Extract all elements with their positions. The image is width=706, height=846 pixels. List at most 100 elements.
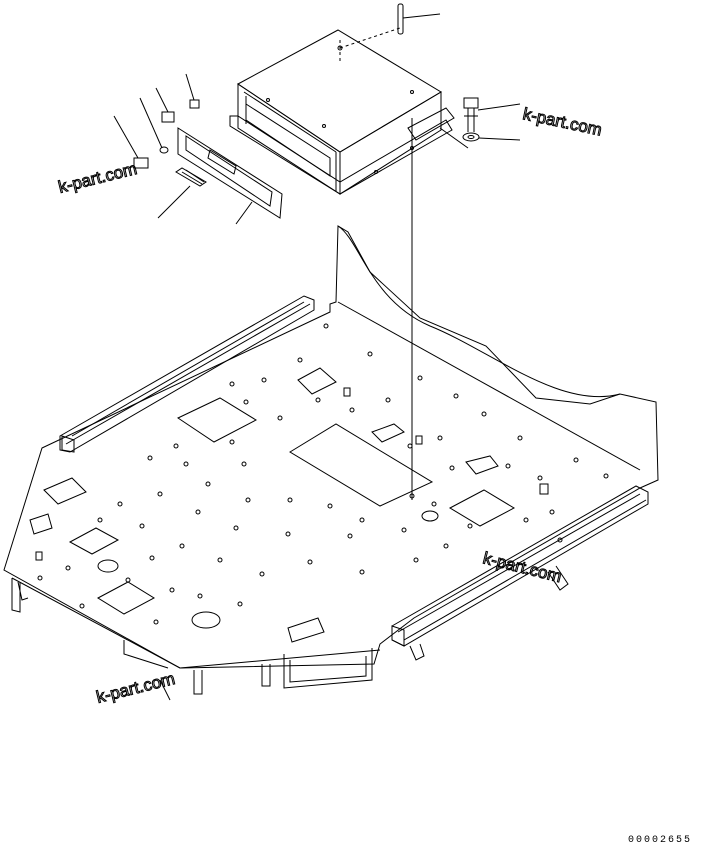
controller-box	[230, 28, 468, 500]
opening	[192, 612, 220, 628]
floor-hole	[450, 466, 454, 470]
floor-hole	[368, 352, 372, 356]
floor-hole	[260, 572, 264, 576]
floor-hole	[262, 378, 266, 382]
floor-hole	[38, 576, 42, 580]
floor-hole	[410, 494, 414, 498]
floor-hole	[328, 504, 332, 508]
cover-plate	[178, 128, 282, 224]
floor-hole	[234, 526, 238, 530]
opening	[98, 582, 154, 614]
floor-hole	[558, 538, 562, 542]
floor-hole	[418, 376, 422, 380]
floor-hole	[518, 436, 522, 440]
floor-hole	[158, 492, 162, 496]
floor-hole	[278, 416, 282, 420]
opening	[288, 618, 324, 642]
floor-hole	[238, 602, 242, 606]
floor-hole	[574, 458, 578, 462]
floor-hole	[198, 594, 202, 598]
box-hole	[323, 125, 326, 128]
floor-hole	[242, 462, 246, 466]
floor-plate	[4, 226, 658, 668]
center-opening	[290, 424, 432, 506]
box-hole	[375, 171, 378, 174]
washer-part	[463, 133, 520, 141]
floor-hole	[468, 524, 472, 528]
watermarks: k-part.com k-part.com k-part.com k-part.…	[56, 104, 604, 708]
floor-hole	[126, 578, 130, 582]
floor-hole	[66, 566, 70, 570]
floor-hole	[308, 560, 312, 564]
floor-hole	[482, 412, 486, 416]
floor-hole	[408, 444, 412, 448]
box-left-face	[238, 84, 340, 194]
floor-hole	[360, 518, 364, 522]
floor-hole	[196, 510, 200, 514]
floor-hole	[286, 532, 290, 536]
floor-hole	[170, 588, 174, 592]
floor-hole	[524, 518, 528, 522]
opening	[44, 478, 86, 504]
floor-hole	[454, 394, 458, 398]
opening	[30, 514, 52, 534]
floor-hole	[288, 498, 292, 502]
grommet-part	[158, 168, 206, 218]
floor-hole	[414, 558, 418, 562]
back-wall-base	[338, 302, 640, 470]
opening	[450, 490, 514, 526]
floor-hole	[246, 498, 250, 502]
floor-hole	[350, 408, 354, 412]
under-floor-parts	[12, 578, 372, 700]
box-hole	[411, 91, 414, 94]
floor-hole	[174, 444, 178, 448]
floor-edge	[180, 650, 380, 668]
box-edge	[244, 92, 336, 152]
opening	[178, 398, 256, 442]
box-hole	[267, 99, 270, 102]
floor-hole	[154, 620, 158, 624]
floor-hole	[230, 440, 234, 444]
bolt-part	[464, 98, 520, 132]
floor-hole	[230, 382, 234, 386]
box-flange	[230, 116, 452, 194]
floor-hole	[506, 464, 510, 468]
floor-hole	[298, 358, 302, 362]
floor-hole	[316, 398, 320, 402]
watermark-1: k-part.com	[521, 104, 603, 139]
floor-holes	[38, 324, 608, 624]
right-rail	[392, 486, 648, 660]
floor-hole	[80, 604, 84, 608]
floor-hole	[360, 570, 364, 574]
floor-outline	[4, 226, 658, 668]
watermark-2: k-part.com	[56, 159, 139, 197]
floor-hole	[206, 482, 210, 486]
box-right-face	[340, 92, 441, 194]
floor-hole	[402, 528, 406, 532]
floor-edge	[12, 578, 180, 668]
floor-hole	[348, 534, 352, 538]
floor-hole	[432, 502, 436, 506]
back-wall	[338, 226, 620, 397]
opening	[422, 511, 438, 521]
pin-part	[398, 4, 440, 34]
floor-hole	[148, 456, 152, 460]
floor-hole	[98, 518, 102, 522]
floor-hole	[550, 510, 554, 514]
guide-line	[340, 28, 400, 48]
floor-brackets	[36, 388, 548, 560]
floor-hole	[184, 462, 188, 466]
small-bolts	[114, 74, 199, 168]
drawing-code: 00002655	[628, 835, 692, 846]
opening	[70, 528, 118, 554]
floor-hole	[386, 398, 390, 402]
floor-hole	[244, 400, 248, 404]
floor-openings	[30, 368, 514, 642]
floor-hole	[180, 544, 184, 548]
left-rail	[60, 296, 314, 452]
floor-hole	[150, 556, 154, 560]
floor-hole	[444, 544, 448, 548]
floor-hole	[538, 476, 542, 480]
floor-hole	[604, 474, 608, 478]
